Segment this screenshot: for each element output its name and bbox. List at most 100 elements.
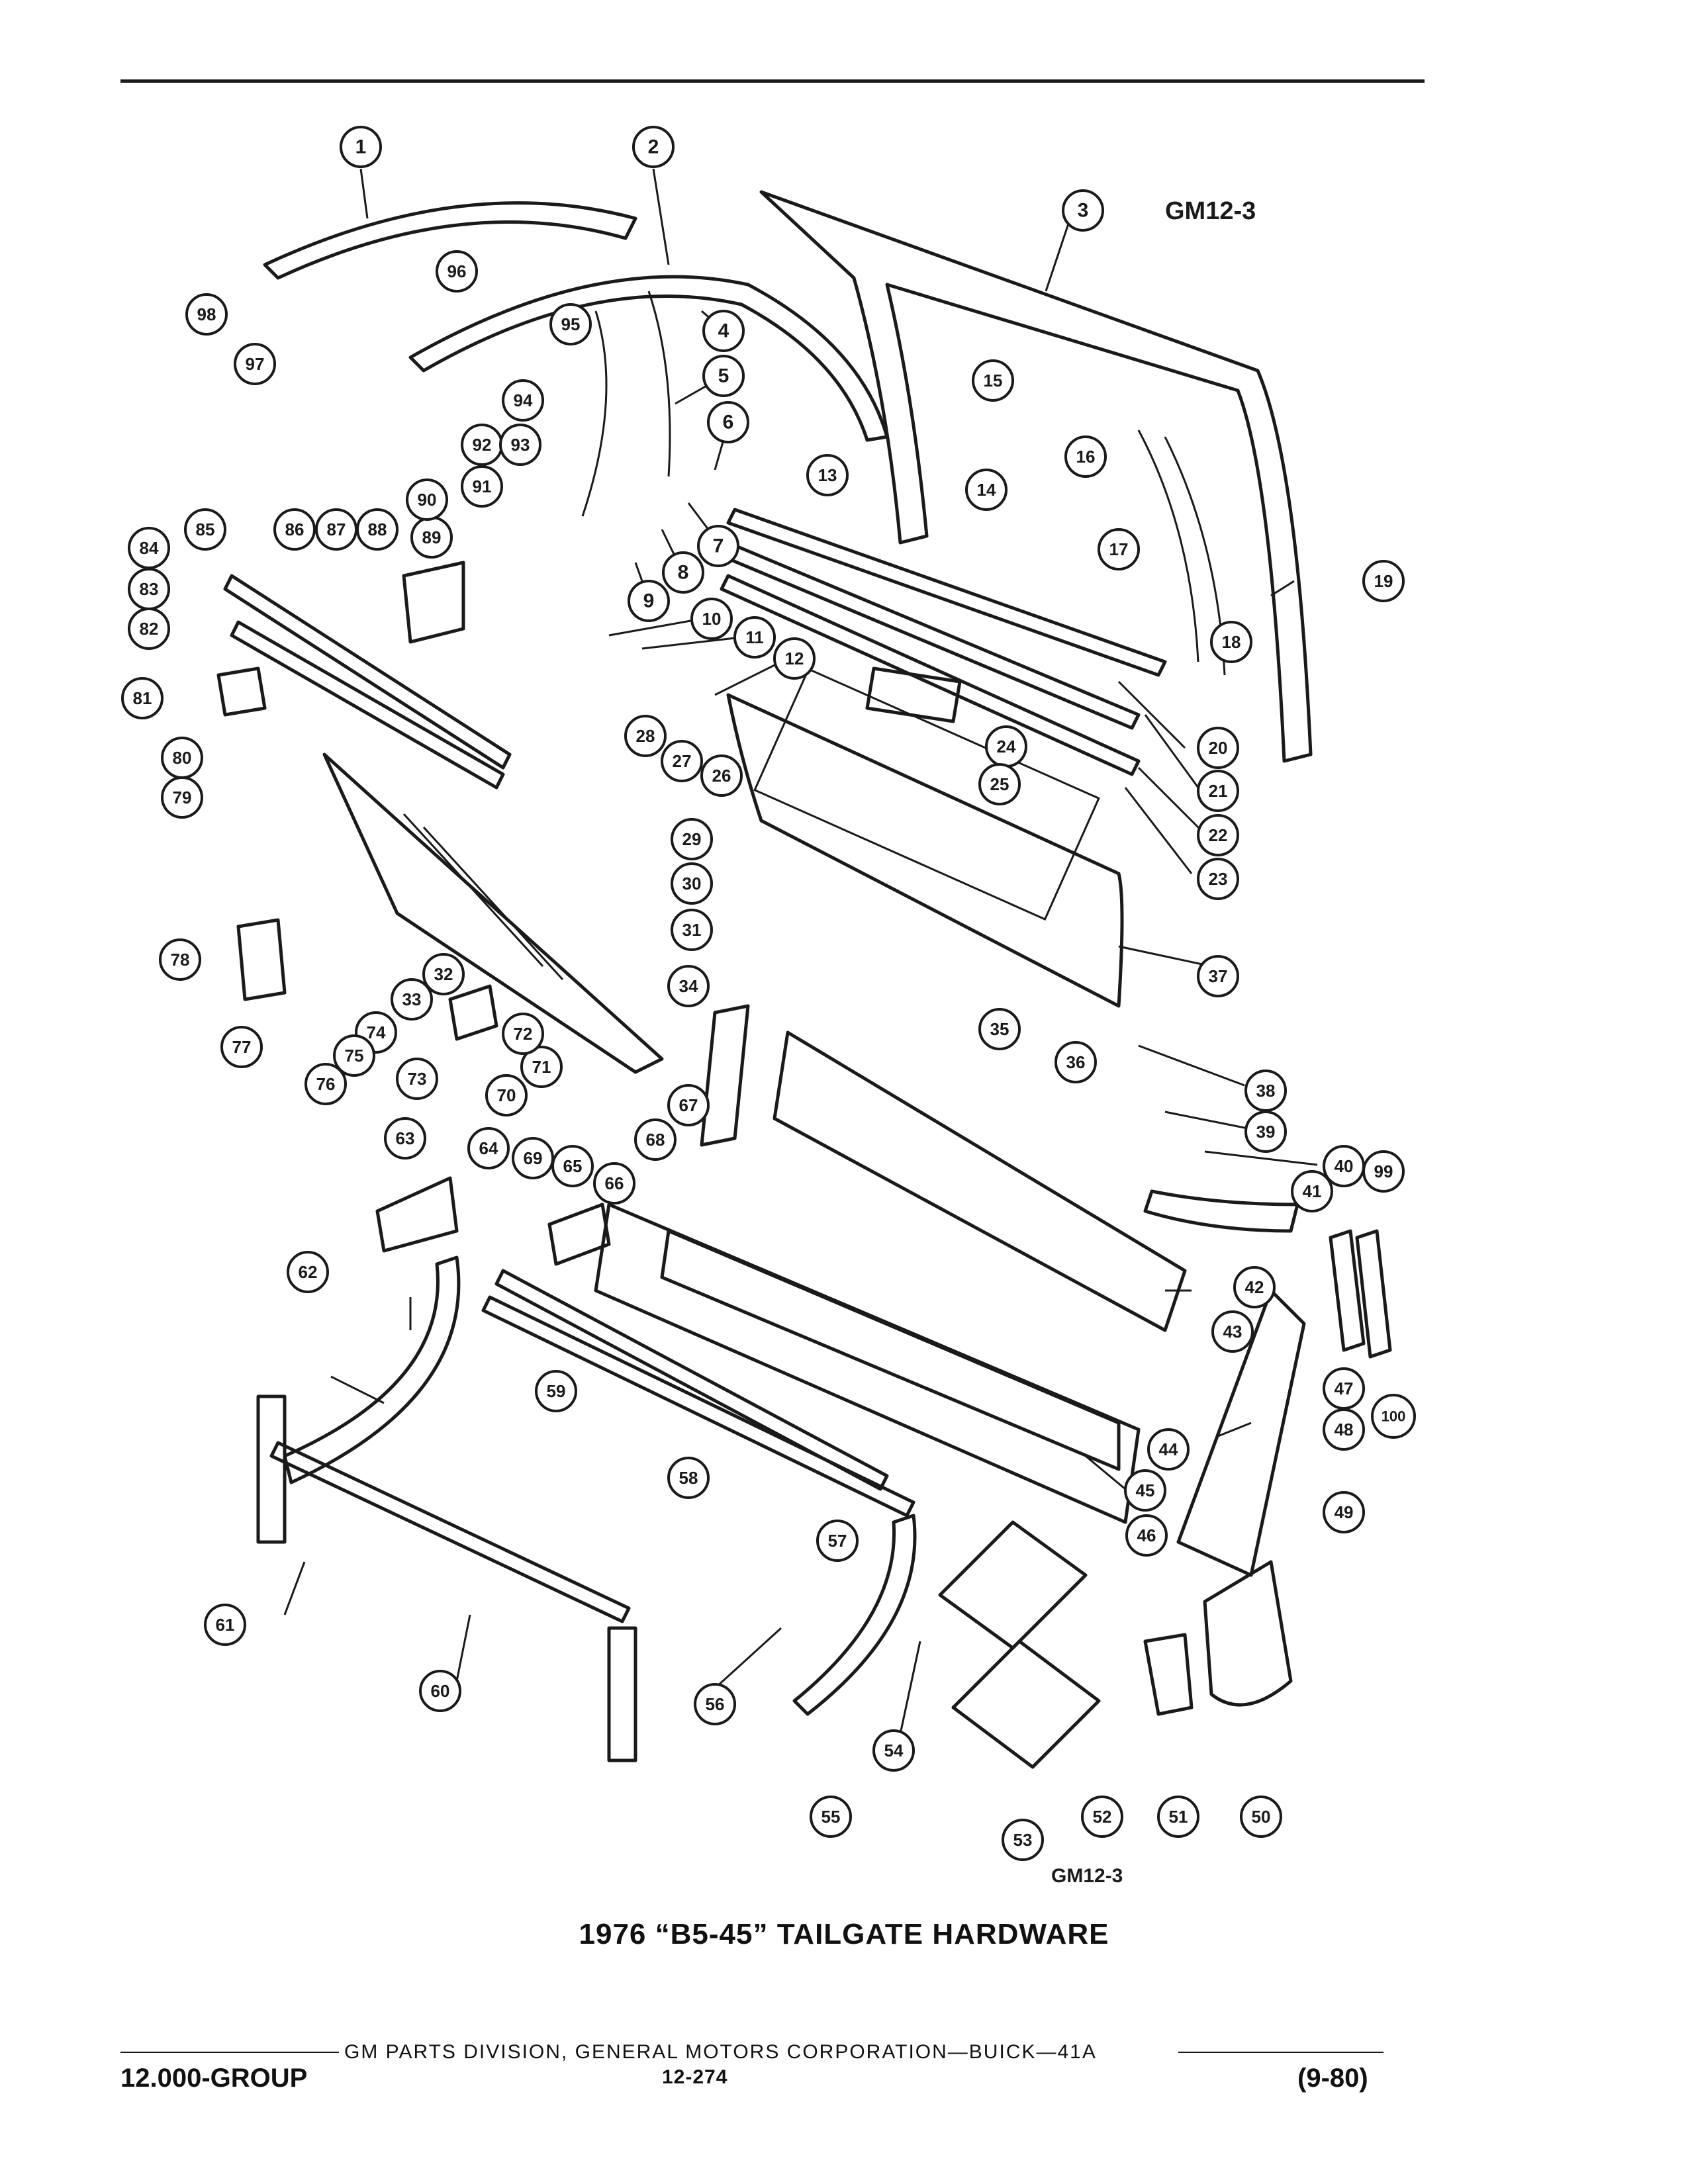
callout-label: 3 <box>1078 200 1089 222</box>
diagram-title: 1976 “B5-45” TAILGATE HARDWARE <box>579 1918 1109 1950</box>
access-cover-lower <box>951 1639 1101 1769</box>
callout-label: 38 <box>1256 1081 1276 1101</box>
callout-label: 1 <box>355 136 367 158</box>
callout-19: 19 <box>1362 560 1405 602</box>
callout-label: 21 <box>1209 781 1228 801</box>
lower-hinge <box>1143 1633 1194 1716</box>
callout-label: 29 <box>682 829 702 849</box>
callout-label: 95 <box>561 314 581 334</box>
callout-label: 7 <box>713 535 724 557</box>
callout-label: 20 <box>1209 738 1228 758</box>
callout-89: 89 <box>410 516 453 559</box>
footer-date: (9-80) <box>1297 2064 1368 2093</box>
footer-rule-left <box>120 2052 339 2053</box>
callout-40: 40 <box>1323 1145 1365 1187</box>
callout-label: 37 <box>1209 966 1228 986</box>
callout-90: 90 <box>406 478 448 521</box>
callout-53: 53 <box>1002 1819 1044 1861</box>
callout-label: 63 <box>396 1128 415 1148</box>
callout-65: 65 <box>551 1145 594 1187</box>
callout-52: 52 <box>1081 1796 1123 1838</box>
callout-label: 4 <box>718 320 729 342</box>
callout-label: 41 <box>1303 1181 1322 1201</box>
callout-label: 82 <box>140 619 159 639</box>
callout-label: 31 <box>682 920 702 940</box>
callout-91: 91 <box>461 465 503 508</box>
callout-label: 22 <box>1209 825 1228 845</box>
roof-rail-right <box>408 275 889 442</box>
callout-label: 30 <box>682 874 702 893</box>
footer-rule-right <box>1178 2052 1383 2053</box>
callout-35: 35 <box>978 1008 1021 1050</box>
callout-label: 25 <box>990 774 1009 794</box>
callout-17: 17 <box>1098 528 1140 570</box>
callout-22: 22 <box>1197 814 1239 856</box>
callout-label: 35 <box>990 1019 1009 1039</box>
callout-9: 9 <box>628 580 670 622</box>
bracket-66 <box>547 1203 611 1266</box>
bracket-88 <box>402 561 465 644</box>
callout-28: 28 <box>624 715 667 757</box>
callout-42: 42 <box>1233 1266 1276 1308</box>
access-cover-upper <box>938 1520 1088 1650</box>
callout-label: 92 <box>473 435 492 455</box>
callout-68: 68 <box>634 1118 677 1161</box>
callout-79: 79 <box>161 776 203 819</box>
callout-63: 63 <box>384 1117 426 1160</box>
callout-label: 10 <box>702 609 722 629</box>
left-side-hinge-arc <box>283 1255 461 1484</box>
callout-label: 100 <box>1382 1408 1406 1425</box>
glass-reflection-2 <box>422 826 564 981</box>
callout-20: 20 <box>1197 727 1239 769</box>
callout-50: 50 <box>1240 1796 1282 1838</box>
callout-78: 78 <box>159 938 201 981</box>
callout-label: 58 <box>679 1468 698 1488</box>
callout-label: 99 <box>1374 1161 1393 1181</box>
callout-label: 27 <box>673 751 692 771</box>
weatherstrip-arc <box>647 291 671 477</box>
quarter-panel-cover <box>1203 1560 1293 1707</box>
callout-label: 64 <box>479 1138 498 1158</box>
callout-62: 62 <box>287 1251 329 1293</box>
callout-76: 76 <box>305 1063 347 1105</box>
callout-64: 64 <box>467 1127 510 1169</box>
callout-label: 14 <box>977 480 996 500</box>
tailgate-inner-wall <box>660 1229 1121 1471</box>
belt-rail-strip-2 <box>720 541 1141 730</box>
callout-label: 87 <box>327 520 346 539</box>
callout-label: 5 <box>718 365 729 387</box>
callout-label: 8 <box>678 562 689 584</box>
callout-label: 36 <box>1066 1052 1086 1072</box>
callout-label: 67 <box>679 1095 698 1115</box>
callout-label: 26 <box>712 766 731 786</box>
inner-trim-panel <box>726 693 1124 1008</box>
callout-label: 65 <box>563 1156 583 1176</box>
side-molding-100 <box>1355 1229 1392 1359</box>
handle-24 <box>865 666 962 723</box>
callout-57: 57 <box>816 1520 859 1562</box>
side-molding-99 <box>1329 1229 1366 1352</box>
callout-label: 85 <box>196 520 215 539</box>
callout-16: 16 <box>1064 435 1107 478</box>
callout-label: 70 <box>497 1085 516 1105</box>
callout-label: 18 <box>1222 632 1241 652</box>
callout-label: 42 <box>1245 1277 1264 1297</box>
footer-group: 12.000-GROUP <box>120 2064 308 2093</box>
callout-77: 77 <box>220 1026 263 1068</box>
window-frame <box>759 190 1313 763</box>
callout-label: 66 <box>605 1173 624 1193</box>
callout-41: 41 <box>1291 1170 1333 1212</box>
callout-label: 40 <box>1335 1156 1354 1176</box>
callout-73: 73 <box>396 1058 438 1100</box>
exploded-parts-diagram: 1 2 3 4 5 6 7 8 9 10 11 12 13 14 15 16 1… <box>121 126 1416 1861</box>
callout-94: 94 <box>502 379 544 422</box>
callout-label: 28 <box>636 726 655 746</box>
callout-29: 29 <box>671 818 713 860</box>
callout-label: 16 <box>1076 447 1096 467</box>
callout-86: 86 <box>273 508 316 551</box>
callout-37: 37 <box>1197 955 1239 997</box>
callout-label: 77 <box>232 1037 252 1057</box>
callout-label: 91 <box>473 477 492 496</box>
callout-95: 95 <box>549 303 592 345</box>
footer-page-number: 12-274 <box>662 2066 728 2088</box>
